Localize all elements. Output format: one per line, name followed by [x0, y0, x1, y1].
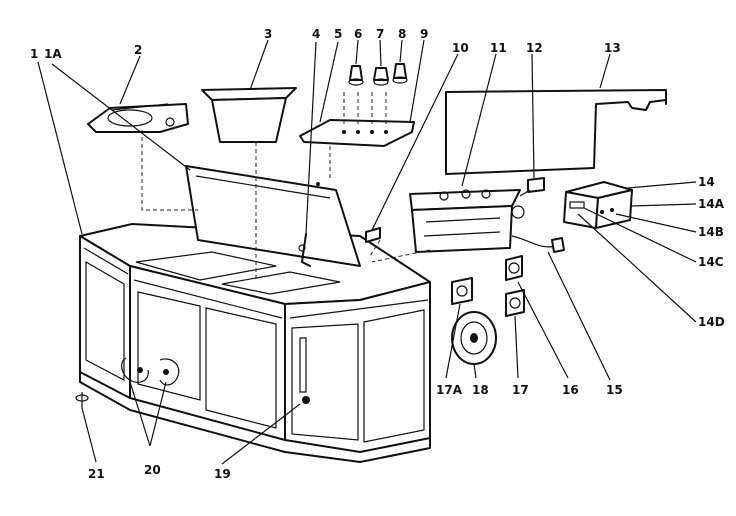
assembly-lines	[141, 92, 431, 280]
knob-8	[392, 63, 408, 84]
tweeter-16	[505, 255, 523, 281]
callout-14B: 14B	[698, 225, 724, 239]
leveler-foot	[75, 392, 89, 408]
switch-12	[519, 177, 545, 197]
callout-17: 17	[512, 383, 529, 397]
callout-20: 20	[144, 463, 161, 477]
callout-12: 12	[526, 41, 543, 55]
amplifier-chassis	[409, 189, 525, 253]
back-panel	[445, 89, 667, 175]
callout-18: 18	[472, 383, 489, 397]
console-cabinet	[79, 223, 431, 463]
callout-15: 15	[606, 383, 623, 397]
callout-14A: 14A	[698, 197, 725, 211]
lid-support	[298, 233, 311, 267]
callout-21: 21	[88, 467, 105, 481]
power-cord	[511, 235, 565, 253]
callout-14C: 14C	[698, 255, 724, 269]
callout-1: 1	[30, 47, 38, 61]
main-speaker	[451, 311, 497, 365]
knob-7	[373, 67, 389, 86]
callout-8: 8	[398, 27, 406, 41]
callout-14D: 14D	[698, 315, 725, 329]
door-hardware	[121, 357, 180, 386]
knob-6	[348, 65, 364, 86]
speaker-bracket-17A	[451, 277, 473, 305]
callout-13: 13	[604, 41, 621, 55]
callout-2: 2	[134, 43, 142, 57]
callout-3: 3	[264, 27, 272, 41]
cabinet-lid	[135, 165, 361, 295]
radio-unit	[563, 181, 633, 229]
callout-6: 6	[354, 27, 362, 41]
callout-labels: 1 1A 2 3 4 5 6 7 8 9 10 11 12 13 14 14A …	[30, 27, 725, 481]
callout-17A: 17A	[436, 383, 463, 397]
storage-tray	[201, 87, 297, 143]
callout-16: 16	[562, 383, 579, 397]
control-bracket	[299, 119, 415, 147]
callout-1A: 1A	[44, 47, 62, 61]
callout-10: 10	[452, 41, 469, 55]
callout-9: 9	[420, 27, 428, 41]
leader-lines	[37, 39, 697, 465]
callout-19: 19	[214, 467, 231, 481]
callout-5: 5	[334, 27, 342, 41]
record-changer	[87, 103, 189, 133]
bracket-10	[365, 227, 381, 243]
callout-4: 4	[312, 27, 320, 41]
speaker-bracket-17	[505, 289, 525, 317]
callout-7: 7	[376, 27, 384, 41]
callout-14: 14	[698, 175, 715, 189]
callout-11: 11	[490, 41, 507, 55]
